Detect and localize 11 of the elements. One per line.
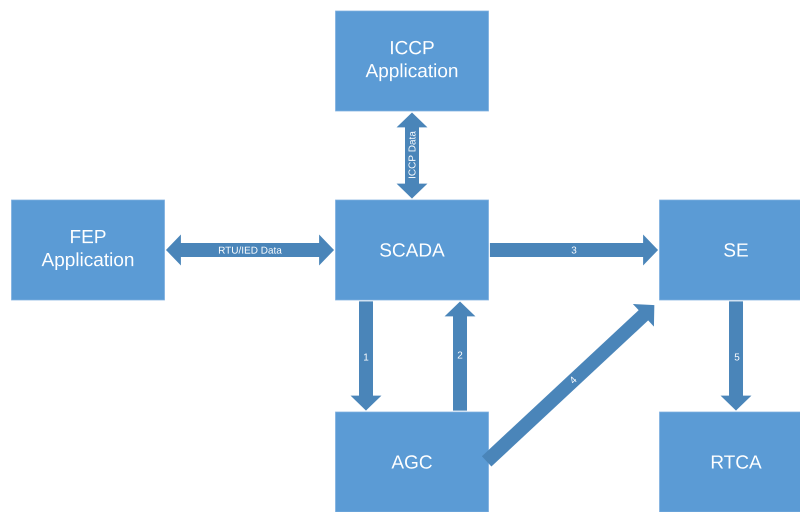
- block-arrow: [482, 304, 654, 466]
- edge-label: 2: [456, 350, 464, 360]
- process-box: RTCA: [659, 412, 800, 512]
- edge-label: 1: [362, 352, 370, 362]
- process-box: AGC: [335, 412, 489, 512]
- process-box: SE: [659, 200, 800, 300]
- edge-label: 5: [733, 352, 741, 362]
- process-box: FEP Application: [11, 200, 165, 300]
- process-box: SCADA: [335, 200, 489, 300]
- edge-label: 4: [567, 374, 579, 386]
- process-box: ICCP Application: [335, 10, 489, 112]
